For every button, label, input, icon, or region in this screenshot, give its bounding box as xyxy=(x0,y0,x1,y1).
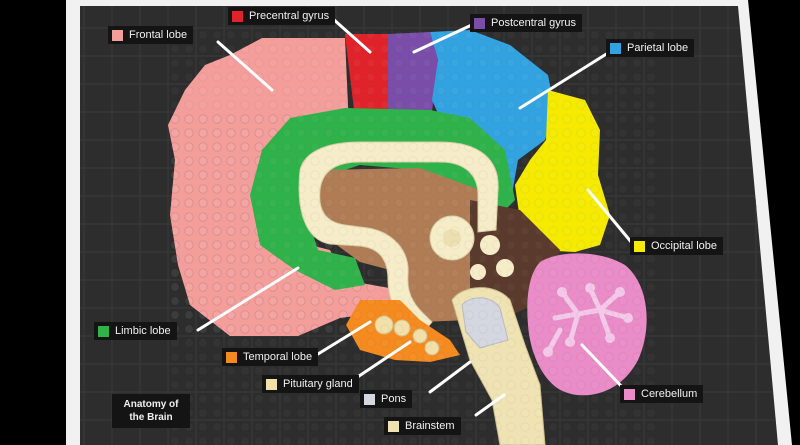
label-text: Brainstem xyxy=(405,420,455,432)
frontal-lobe-swatch xyxy=(112,29,123,41)
label-text: Frontal lobe xyxy=(129,29,188,41)
label-text: Limbic lobe xyxy=(115,325,171,337)
label-text: Pons xyxy=(381,393,407,405)
page-title: Anatomy of the Brain xyxy=(124,398,179,424)
limbic-lobe-swatch xyxy=(98,325,109,337)
cerebellum-swatch xyxy=(624,388,635,400)
parietal-lobe-swatch xyxy=(610,42,621,54)
label-pons: Pons xyxy=(360,390,413,408)
label-text: Temporal lobe xyxy=(243,351,313,363)
label-text: Parietal lobe xyxy=(627,42,689,54)
title-line-1: Anatomy of xyxy=(123,399,179,410)
label-cerebellum: Cerebellum xyxy=(620,385,704,403)
label-occipital-lobe: Occipital lobe xyxy=(630,237,724,255)
label-brainstem: Brainstem xyxy=(384,417,461,435)
label-precentral-gyrus: Precentral gyrus xyxy=(228,7,336,25)
label-text: Cerebellum xyxy=(641,388,698,400)
label-temporal-lobe: Temporal lobe xyxy=(222,348,319,366)
brainstem-swatch xyxy=(388,420,399,432)
pons-swatch xyxy=(364,393,375,405)
postcentral-gyrus-swatch xyxy=(474,17,485,29)
pituitary-gland-swatch xyxy=(266,378,277,390)
label-text: Pituitary gland xyxy=(283,378,353,390)
leader-lines xyxy=(196,16,634,417)
label-postcentral-gyrus: Postcentral gyrus xyxy=(470,14,582,32)
label-text: Precentral gyrus xyxy=(249,10,330,22)
label-parietal-lobe: Parietal lobe xyxy=(606,39,695,57)
label-limbic-lobe: Limbic lobe xyxy=(94,322,177,340)
label-text: Occipital lobe xyxy=(651,240,718,252)
label-text: Postcentral gyrus xyxy=(491,17,576,29)
occipital-lobe-swatch xyxy=(634,240,645,252)
temporal-lobe-swatch xyxy=(226,351,237,363)
label-frontal-lobe: Frontal lobe xyxy=(108,26,194,44)
title-plaque: Anatomy of the Brain xyxy=(112,394,190,428)
label-pituitary-gland: Pituitary gland xyxy=(262,375,359,393)
title-line-2: the Brain xyxy=(129,412,173,423)
precentral-gyrus-swatch xyxy=(232,10,243,22)
